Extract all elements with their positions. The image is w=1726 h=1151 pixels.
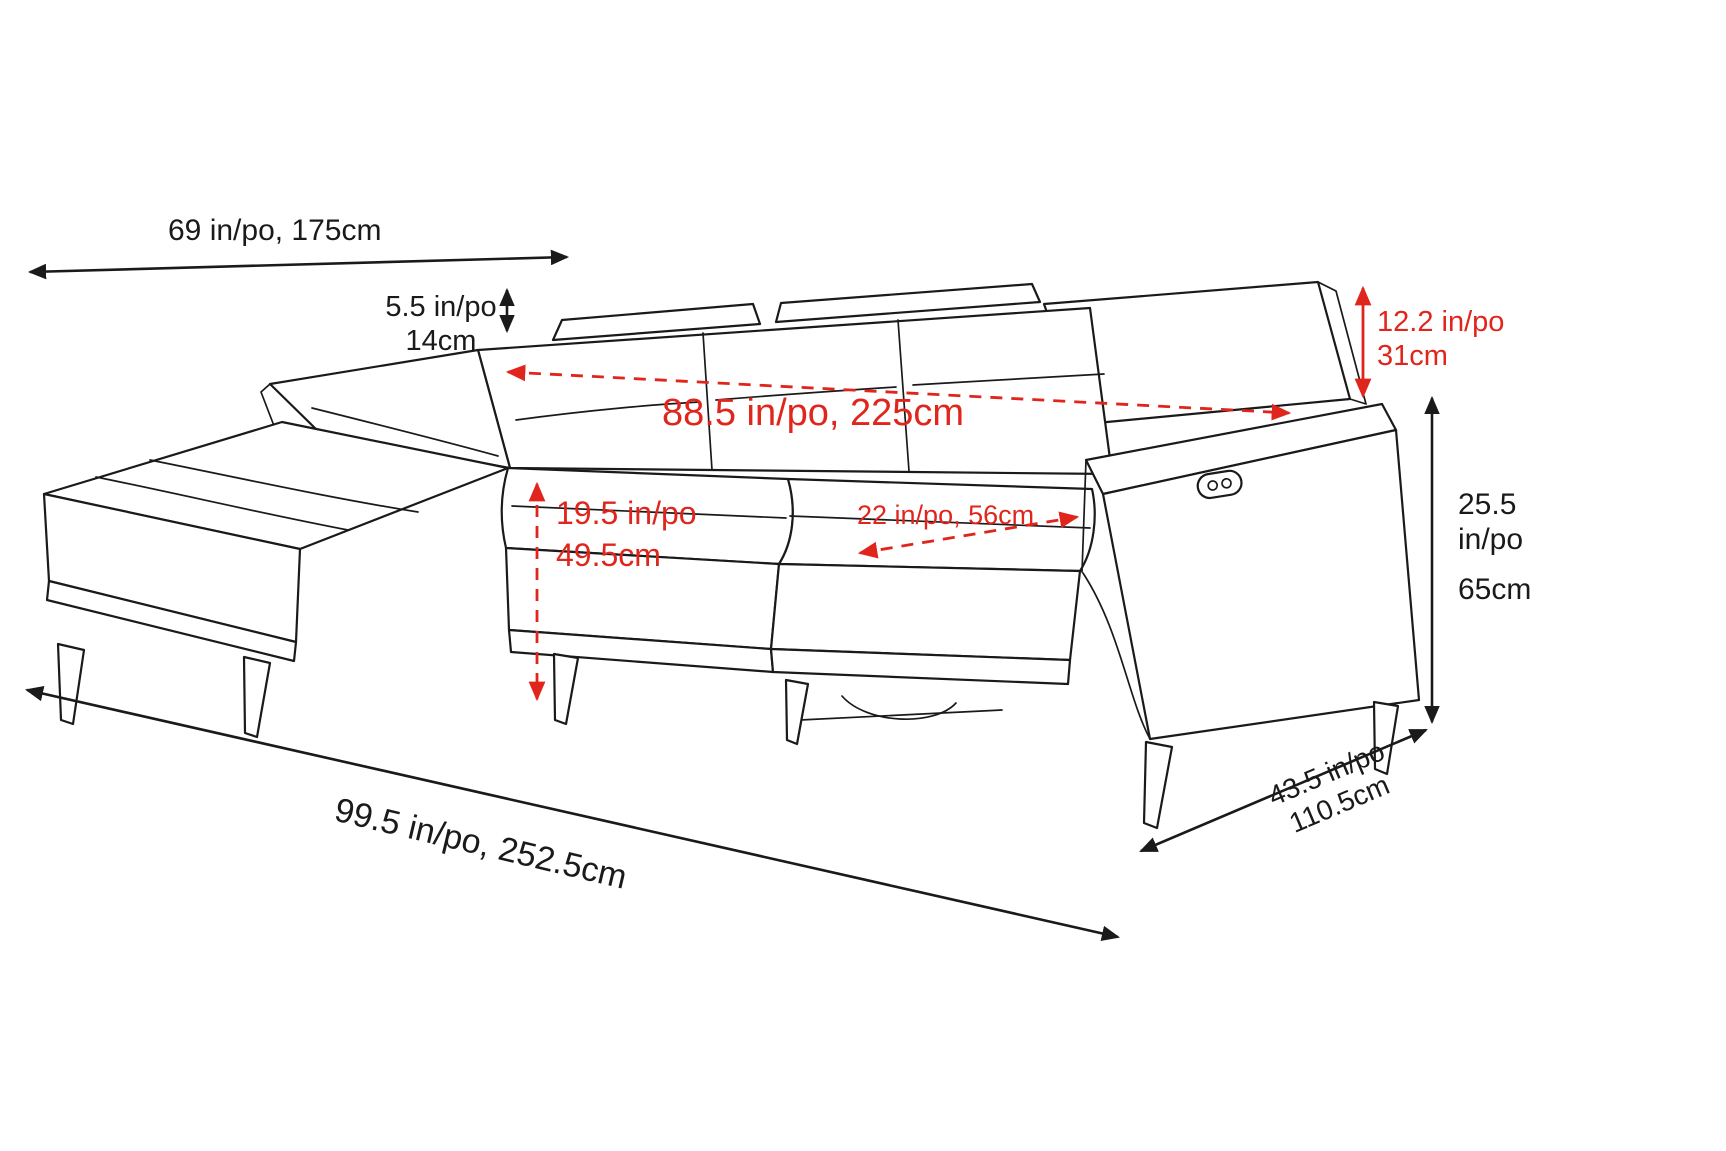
headrest-height-label: 12.2 in/po 31cm [1377, 305, 1504, 373]
recliner-mechanism [799, 695, 1003, 721]
seat-height-line1: 19.5 in/po [556, 495, 697, 531]
seat-depth-arrow [857, 511, 1080, 559]
back-width-label: 69 in/po, 175cm [168, 214, 382, 247]
arm-height-line2: in/po [1458, 523, 1524, 557]
arm-height-line1: 25.5 [1458, 488, 1517, 521]
sofa-seats [500, 466, 1096, 686]
usb-port-icon [1196, 469, 1243, 500]
seat-depth-label: 22 in/po, 56cm [857, 500, 1035, 530]
back-width-arrow [27, 249, 570, 280]
dimension-arrows [24, 249, 1440, 942]
headrest-raise-label: 5.5 in/po 14cm [380, 290, 502, 358]
overall-width-arrow [24, 685, 1121, 942]
headrest-height-line2: 31cm [1377, 340, 1448, 373]
sofa-drawing [42, 280, 1421, 830]
headrest-raise-line2: 14cm [405, 325, 477, 358]
seat-height-label: 19.5 in/po 49.5cm [556, 493, 697, 576]
arm-height-label: 25.5 in/po 65cm [1458, 487, 1531, 607]
arm-height-line3: 65cm [1458, 572, 1532, 606]
headrest-raise-line1: 5.5 in/po [385, 291, 497, 323]
overall-depth-arrow [1139, 728, 1428, 853]
sofa-arm [1081, 402, 1421, 741]
headrest-height-line1: 12.2 in/po [1377, 306, 1505, 338]
sofa-chaise [42, 420, 510, 663]
inside-width-arrow [505, 364, 1292, 421]
seat-height-line2: 49.5cm [556, 536, 661, 573]
inside-width-label: 88.5 in/po, 225cm [662, 392, 965, 434]
